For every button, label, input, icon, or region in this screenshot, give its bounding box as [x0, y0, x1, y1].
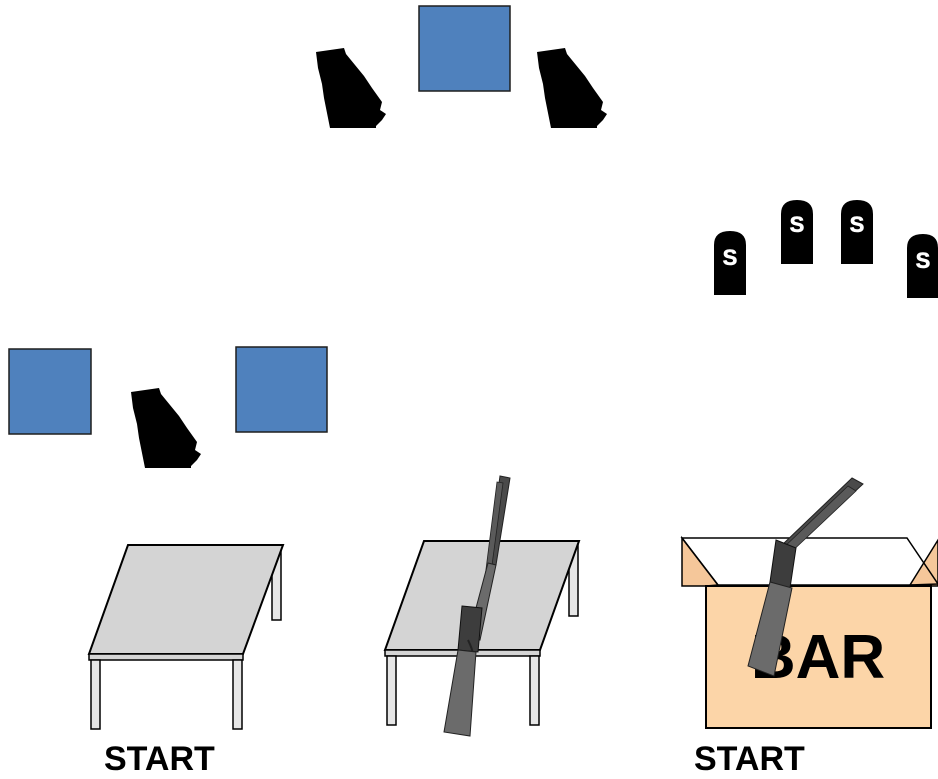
steel-plate-2-mark: S: [790, 212, 805, 237]
steel-plate-2: S: [781, 200, 813, 264]
blue-box-mid: [235, 346, 328, 433]
table-left: [87, 544, 285, 730]
steel-plate-3-mark: S: [850, 212, 865, 237]
steel-plate-4: S: [907, 234, 938, 298]
georgia-target-lower: [131, 388, 201, 468]
blue-box-left: [8, 348, 92, 435]
steel-plate-1-mark: S: [723, 245, 738, 270]
georgia-target-top-left: [316, 48, 386, 128]
steel-plate-4-mark: S: [916, 248, 931, 273]
georgia-target-top-right: [537, 48, 607, 128]
bar-box: BAR: [680, 535, 938, 729]
start-label-left: START: [104, 740, 215, 774]
steel-plate-1: S: [714, 231, 746, 295]
steel-plate-3: S: [841, 200, 873, 264]
shotgun-icon: [747, 477, 864, 677]
blue-box-top: [418, 5, 511, 92]
rifle-icon: [443, 475, 511, 737]
start-label-right: START: [694, 740, 805, 774]
